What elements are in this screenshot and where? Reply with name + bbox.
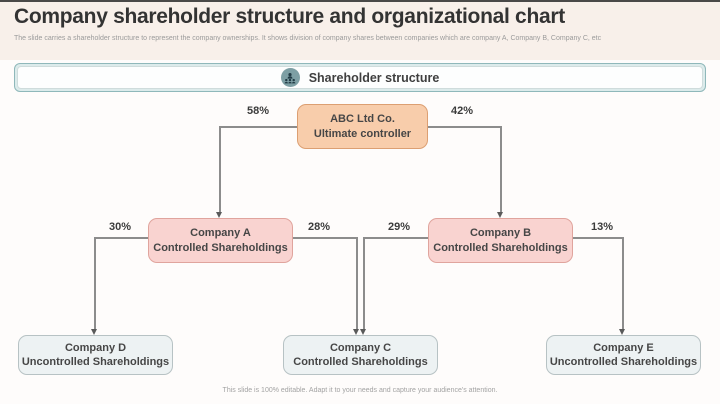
connector-a-c-vertical (356, 237, 358, 329)
node-role: Uncontrolled Shareholdings (21, 356, 170, 368)
node-name: Company E (593, 341, 654, 354)
node-name: Company B (469, 227, 532, 240)
node-name: ABC Ltd Co. (330, 113, 395, 126)
node-company-b: Company B Controlled Shareholdings (428, 218, 573, 263)
page-title: Company shareholder structure and organi… (14, 5, 565, 28)
connector-a-d-vertical (94, 237, 96, 329)
connector-b-c-horizontal (364, 237, 428, 239)
node-abc-ltd-ultimate-controller: ABC Ltd Co. Ultimate controller (297, 104, 428, 149)
connector-root-b-horizontal (428, 126, 501, 128)
node-role: Uncontrolled Shareholdings (549, 356, 698, 368)
node-name: Company A (190, 227, 251, 240)
banner-label: Shareholder structure (308, 70, 440, 85)
node-role: Ultimate controller (313, 127, 412, 140)
pct-a-to-c: 28% (307, 221, 331, 233)
arrowhead-into-company-a (216, 212, 222, 218)
slide-footer-note: This slide is 100% editable. Adapt it to… (222, 387, 498, 394)
pct-root-to-a: 58% (246, 105, 270, 117)
pct-root-to-b: 42% (450, 105, 474, 117)
pct-b-to-c: 29% (387, 221, 411, 233)
connector-root-a-vertical (219, 126, 221, 212)
connector-a-c-horizontal (293, 237, 357, 239)
node-role: Controlled Shareholdings (153, 241, 288, 254)
connector-b-e-horizontal (573, 237, 623, 239)
node-company-c: Company C Controlled Shareholdings (283, 335, 438, 375)
connector-root-a-horizontal (220, 126, 297, 128)
connector-root-b-vertical (500, 126, 502, 212)
node-company-a: Company A Controlled Shareholdings (148, 218, 293, 263)
shareholder-structure-banner: Shareholder structure (14, 63, 706, 92)
arrowhead-into-company-d (91, 329, 97, 335)
pct-b-to-e: 13% (590, 221, 614, 233)
banner-inner: Shareholder structure (17, 66, 703, 89)
node-name: Company C (329, 341, 392, 354)
arrowhead-into-company-b (497, 212, 503, 218)
node-company-d: Company D Uncontrolled Shareholdings (18, 335, 173, 375)
arrowhead-a-into-company-c (353, 329, 359, 335)
header-band (0, 0, 720, 60)
slide-subtitle: The slide carries a shareholder structur… (14, 35, 602, 42)
pct-a-to-d: 30% (108, 221, 132, 233)
connector-a-d-horizontal (95, 237, 148, 239)
node-role: Controlled Shareholdings (433, 241, 568, 254)
arrowhead-into-company-e (619, 329, 625, 335)
top-edge-line (0, 0, 720, 2)
people-group-icon (280, 68, 300, 87)
node-company-e: Company E Uncontrolled Shareholdings (546, 335, 701, 375)
node-role: Controlled Shareholdings (293, 356, 428, 368)
connector-b-e-vertical (622, 237, 624, 329)
node-name: Company D (64, 341, 127, 354)
arrowhead-b-into-company-c (360, 329, 366, 335)
connector-b-c-vertical (363, 237, 365, 329)
